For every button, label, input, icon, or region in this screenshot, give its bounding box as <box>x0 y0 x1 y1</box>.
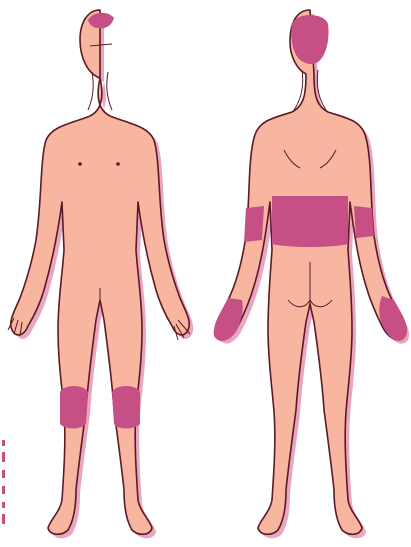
back-lowerback-lesion <box>272 196 348 247</box>
back-elbow-lesion-right <box>354 206 374 238</box>
edge-mark <box>2 440 5 524</box>
front-nipple-left <box>78 162 82 166</box>
front-body <box>11 10 190 534</box>
back-figure <box>214 10 409 538</box>
front-figure <box>8 10 193 538</box>
front-knee-lesion-left <box>60 386 88 429</box>
back-elbow-lesion-left <box>244 206 264 242</box>
front-knee-lesion-right <box>112 386 140 429</box>
front-nipple-right <box>116 162 120 166</box>
back-hand-lesion-right <box>379 296 407 341</box>
